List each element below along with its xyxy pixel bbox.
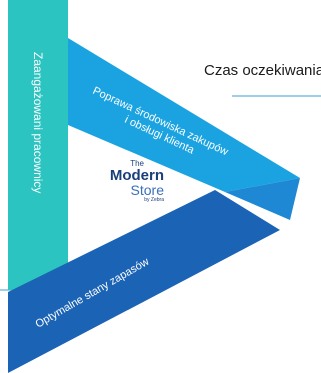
segment-top-tip: [225, 178, 300, 220]
segment-bottom: [8, 190, 280, 373]
callout-text: Czas oczekiwania: [204, 62, 321, 79]
logo-by-zebra: by Zebra: [144, 197, 164, 203]
segment-left-label: Zaangażowani pracownicy: [31, 52, 45, 193]
logo-store: Store: [130, 182, 164, 198]
modern-store-logo: The Modern Store by Zebra: [108, 159, 164, 204]
segment-left: [8, 0, 68, 290]
logo-modern: Modern: [109, 167, 164, 184]
segment-top: [68, 38, 300, 192]
logo-the: The: [130, 159, 144, 168]
